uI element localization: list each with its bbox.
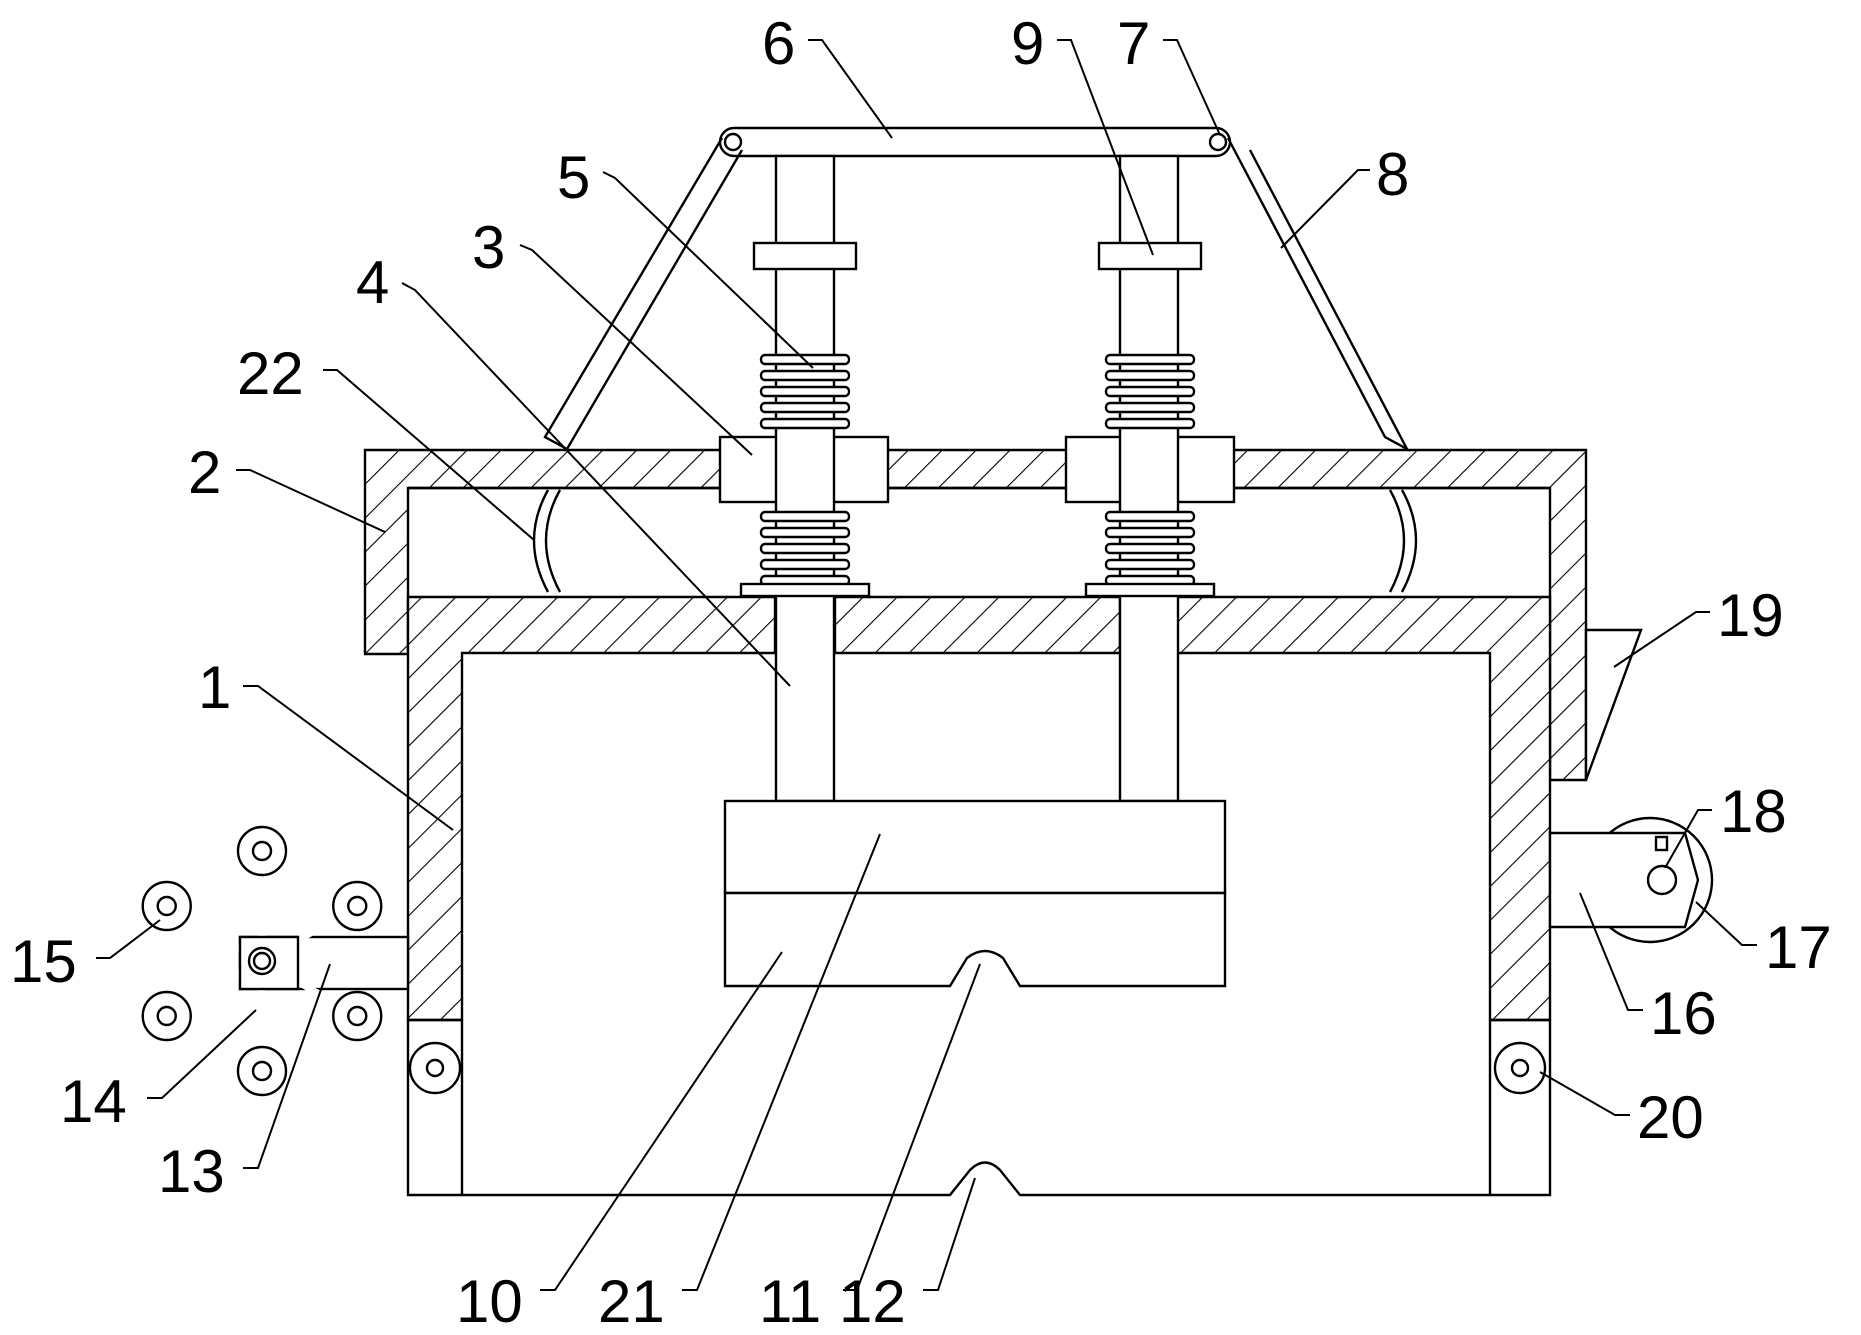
label-22: 22 — [237, 340, 304, 407]
label-21: 21 — [598, 1268, 665, 1335]
spring-coil — [1104, 526, 1196, 539]
guide-rods — [752, 154, 1203, 803]
label-9: 9 — [1011, 10, 1044, 77]
spring-coil — [1104, 385, 1196, 398]
spring-coil — [1104, 417, 1196, 430]
label-17: 17 — [1765, 914, 1832, 981]
spring-coil — [759, 369, 851, 382]
label-8: 8 — [1376, 141, 1409, 208]
spring-coil — [1104, 510, 1196, 523]
elastic-arc-pieces — [532, 489, 1418, 593]
spring-coil — [759, 401, 851, 414]
label-6: 6 — [762, 10, 795, 77]
pressing-block — [723, 799, 1227, 988]
label-5: 5 — [557, 144, 590, 211]
spring-coil — [1104, 369, 1196, 382]
star-wheel-hub — [156, 895, 177, 917]
spring-coil — [759, 558, 851, 571]
star-wheel-hub — [156, 1005, 177, 1027]
spring-coil — [1104, 353, 1196, 366]
bottom-rollers — [408, 1041, 1547, 1095]
wedge — [1584, 628, 1643, 781]
star-wheel-hub — [251, 1060, 273, 1082]
right-roller — [1548, 816, 1714, 944]
label-16: 16 — [1650, 980, 1717, 1047]
label-12: 12 — [839, 1268, 906, 1335]
spring-base-plates — [739, 582, 1216, 598]
label-1: 1 — [198, 654, 231, 721]
label-13: 13 — [158, 1138, 225, 1205]
spring-coil — [759, 385, 851, 398]
label-4: 4 — [356, 249, 389, 316]
leader-lines — [96, 39, 1757, 1291]
label-2: 2 — [188, 439, 221, 506]
label-19: 19 — [1717, 582, 1784, 649]
star-wheel-hub — [251, 840, 273, 862]
springs — [759, 353, 1196, 587]
label-15: 15 — [10, 928, 77, 995]
left-star-wheel — [141, 825, 410, 1097]
spring-coil — [759, 417, 851, 430]
label-10: 10 — [456, 1268, 523, 1335]
spring-coil — [759, 510, 851, 523]
label-14: 14 — [60, 1068, 127, 1135]
label-18: 18 — [1720, 778, 1787, 845]
number-labels: 1 2 3 4 5 6 7 8 9 10 11 12 13 14 15 16 1… — [10, 10, 1832, 1335]
spring-coil — [1104, 542, 1196, 555]
spring-coil — [1104, 401, 1196, 414]
spring-coil — [759, 526, 851, 539]
label-3: 3 — [472, 214, 505, 281]
handle-assembly — [543, 126, 1410, 452]
label-20: 20 — [1637, 1084, 1704, 1151]
star-wheel-hub — [347, 1005, 368, 1027]
spring-coil — [759, 542, 851, 555]
spring-coil — [1104, 558, 1196, 571]
label-7: 7 — [1117, 10, 1150, 77]
star-wheel-hub — [347, 895, 368, 917]
label-11: 11 — [759, 1268, 821, 1335]
